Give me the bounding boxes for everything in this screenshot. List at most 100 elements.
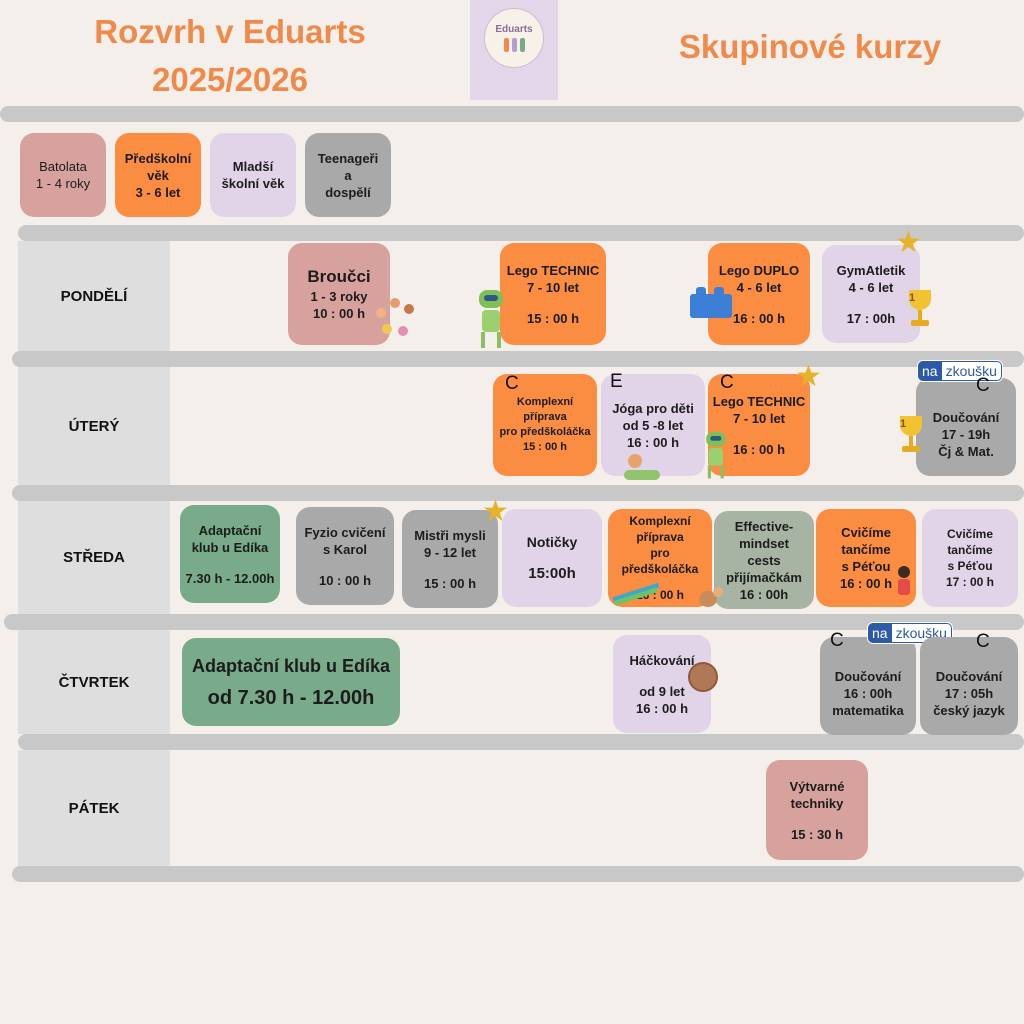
legend-toddlers: Batolata 1 - 4 roky xyxy=(20,133,106,217)
course-time: 15:00h xyxy=(528,565,576,582)
badge-na: na xyxy=(868,623,892,643)
course-subject: český jazyk xyxy=(933,702,1005,718)
legend-teens-adults: Teenageři a dospělí xyxy=(305,133,391,217)
legend-text: dospělí xyxy=(325,184,371,200)
course-time: 16 : 00 h xyxy=(635,700,689,716)
legend-younger-school: Mladší školní věk xyxy=(210,133,296,217)
course-title: pro předškoláčka xyxy=(499,426,591,438)
logo-mark-icon xyxy=(503,38,525,52)
course-age: 7 - 10 let xyxy=(526,279,580,295)
row-divider xyxy=(12,866,1024,882)
page-subtitle: Skupinové kurzy xyxy=(678,28,942,65)
course-adaptacni-thu[interactable]: Adaptační klub u Edíka od 7.30 h - 12.00… xyxy=(182,638,400,726)
course-age: 7 - 10 let xyxy=(732,410,786,426)
row-divider xyxy=(18,225,1024,241)
course-doucovani-cj[interactable]: Doučování 17 : 05h český jazyk xyxy=(920,637,1018,735)
course-title: Doučování xyxy=(932,409,1000,425)
legend-text: 3 - 6 let xyxy=(135,184,181,200)
course-title: Lego DUPLO xyxy=(718,262,800,278)
header-divider xyxy=(0,106,1024,122)
day-monday: PONDĚLÍ xyxy=(18,241,170,351)
course-age: 9 - 12 let xyxy=(423,544,477,560)
course-time: 16 : 00 h xyxy=(839,576,893,591)
course-lego-technic-tue[interactable]: Lego TECHNIC 7 - 10 let 16 : 00 h xyxy=(708,374,810,476)
animal-icon xyxy=(695,585,731,613)
course-age: 4 - 6 let xyxy=(736,279,782,295)
course-title: Cvičíme xyxy=(841,525,891,540)
course-effective-mindset[interactable]: Effective- mindset cests přijímačkám 16 … xyxy=(714,511,814,609)
course-time: 16 : 00h xyxy=(843,685,893,701)
eduarts-logo: Eduarts xyxy=(484,8,544,68)
course-title: příprava xyxy=(523,411,567,423)
star-icon: ★ xyxy=(895,226,922,259)
legend-text: věk xyxy=(147,167,169,183)
course-time: 17 : 00 h xyxy=(945,575,995,589)
course-title: Výtvarné xyxy=(789,778,845,794)
course-time: 16 : 00 h xyxy=(732,310,786,326)
course-time: 16 : 00h xyxy=(739,586,789,602)
course-doucovani-mat[interactable]: Doučování 16 : 00h matematika xyxy=(820,637,916,735)
course-doucovani-tue[interactable]: Doučování 17 - 19h Čj & Mat. xyxy=(916,378,1016,476)
course-title: GymAtletik xyxy=(836,262,906,278)
course-time: 17 - 19h xyxy=(941,426,991,442)
course-title: Notičky xyxy=(526,534,578,550)
course-time: 10 : 00 h xyxy=(318,572,372,588)
category-letter: C xyxy=(720,372,734,393)
course-vytvarne[interactable]: Výtvarné techniky 15 : 30 h xyxy=(766,760,868,860)
course-hackovani[interactable]: Háčkování od 9 let 16 : 00 h xyxy=(613,635,711,733)
course-time: 17 : 05h xyxy=(944,685,994,701)
course-title: Doučování xyxy=(935,668,1003,684)
course-title: tančíme xyxy=(947,543,993,557)
logo-text: Eduarts xyxy=(495,24,533,35)
course-title: přijímačkám xyxy=(726,569,802,585)
trophy-icon: 1 xyxy=(896,416,926,456)
legend-text: 1 - 4 roky xyxy=(35,176,91,191)
star-icon: ★ xyxy=(795,360,822,393)
course-fyzio[interactable]: Fyzio cvičení s Karol 10 : 00 h xyxy=(296,507,394,605)
course-subject: Čj & Mat. xyxy=(938,443,994,459)
day-wednesday: STŘEDA xyxy=(18,501,170,614)
course-title: příprava xyxy=(636,530,684,544)
course-mistri-mysli[interactable]: Mistři mysli 9 - 12 let 15 : 00 h xyxy=(402,510,498,608)
course-title: tančíme xyxy=(841,542,891,557)
course-time: 15 : 30 h xyxy=(790,826,844,842)
course-title: pro předškoláčka xyxy=(621,546,699,576)
course-time: 15 : 00 h xyxy=(423,575,477,591)
course-title: cests xyxy=(747,552,781,568)
course-noticky[interactable]: Notičky 15:00h xyxy=(502,509,602,607)
course-time: od 7.30 h - 12.00h xyxy=(207,687,375,709)
badge-zkousku: zkoušku xyxy=(941,361,1002,381)
course-joga[interactable]: Jóga pro děti od 5 -8 let 16 : 00 h xyxy=(601,374,705,476)
trophy-icon: 1 xyxy=(905,290,935,330)
course-time: 10 : 00 h xyxy=(312,306,366,321)
title-line-1: Rozvrh v Eduarts xyxy=(94,13,366,50)
course-subject: matematika xyxy=(832,702,904,718)
category-letter: C xyxy=(505,373,519,394)
category-letter: E xyxy=(610,371,623,392)
course-title: Lego TECHNIC xyxy=(712,393,806,409)
badge-na: na xyxy=(918,361,942,381)
course-title: Broučci xyxy=(307,267,371,286)
course-lego-technic-mon[interactable]: Lego TECHNIC 7 - 10 let 15 : 00 h xyxy=(500,243,606,345)
course-title: Adaptační klub u Edíka xyxy=(191,656,391,676)
course-komplexni-wed[interactable]: Komplexní příprava pro předškoláčka 16 :… xyxy=(608,509,712,607)
course-title: Effective- xyxy=(734,518,794,534)
course-title: Komplexní xyxy=(629,514,691,528)
course-cvicime-17[interactable]: Cvičíme tančíme s Péťou 17 : 00 h xyxy=(922,509,1018,607)
legend-text: Teenageři xyxy=(317,150,379,166)
trial-badge: na zkoušku xyxy=(918,361,1002,381)
day-thursday: ČTVRTEK xyxy=(18,630,170,734)
course-time: 7.30 h - 12.00h xyxy=(185,570,275,586)
logo-banner: Eduarts xyxy=(470,0,558,100)
course-age: od 5 -8 let xyxy=(622,417,684,433)
course-age: 4 - 6 let xyxy=(848,279,894,295)
course-komplexni-tue[interactable]: Komplexní příprava pro předškoláčka 15 :… xyxy=(493,374,597,476)
page-title: Rozvrh v Eduarts 2025/2026 xyxy=(60,8,400,104)
course-gymatletik[interactable]: GymAtletik 4 - 6 let 17 : 00h xyxy=(822,245,920,343)
course-title: Adaptační xyxy=(198,522,262,538)
course-adaptacni-wed[interactable]: Adaptační klub u Edíka 7.30 h - 12.00h xyxy=(180,505,280,603)
course-broucci[interactable]: Broučci 1 - 3 roky 10 : 00 h xyxy=(288,243,390,345)
row-divider xyxy=(12,351,1024,367)
children-illustration-icon xyxy=(372,294,422,342)
course-title: Mistři mysli xyxy=(414,527,486,543)
